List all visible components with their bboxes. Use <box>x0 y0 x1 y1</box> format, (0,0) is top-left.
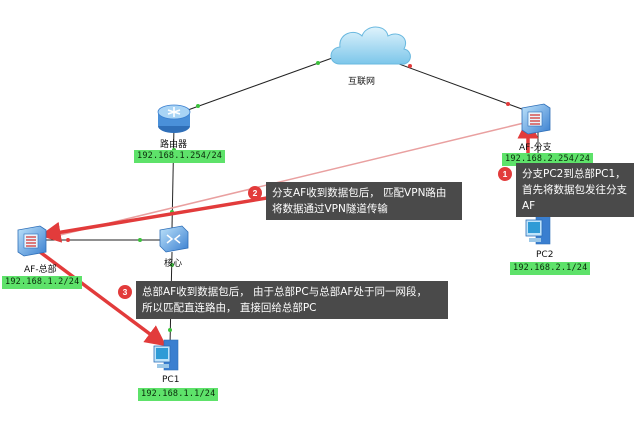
pc1-label: PC1 <box>162 375 180 385</box>
router-icon[interactable] <box>157 104 191 133</box>
note-2-line-1: 分支AF收到数据包后， 匹配VPN路由 <box>272 187 447 199</box>
af-hq-ip-badge: 192.168.1.2/24 <box>2 276 83 289</box>
cloud-label: 互联网 <box>348 77 376 87</box>
port-dot <box>506 102 510 106</box>
link-router-cloud <box>173 56 336 116</box>
pc2-ip-badge: 192.168.2.1/24 <box>510 262 591 275</box>
port-dot <box>170 263 174 267</box>
port-dot <box>138 238 142 242</box>
af-branch-label: AF-分支 <box>519 143 552 153</box>
port-dot <box>316 61 320 65</box>
router-label: 路由器 <box>160 140 188 150</box>
pc1-icon[interactable] <box>153 339 179 371</box>
step-badge-1: 1 <box>498 167 512 181</box>
core-switch-icon[interactable] <box>159 225 189 253</box>
note-3-line-2: 所以匹配直连路由， 直接回给总部PC <box>142 302 317 314</box>
arrow-vpn-tunnel <box>39 193 286 243</box>
port-dot <box>408 64 412 68</box>
arrow-branch-to-hq-thin <box>59 121 529 236</box>
af-branch-ip-badge: 192.168.2.254/24 <box>502 153 594 166</box>
router-ip-badge: 192.168.1.254/24 <box>134 150 226 163</box>
pc2-label: PC2 <box>536 250 554 260</box>
note-2-line-2: 将数据通过VPN隧道传输 <box>272 203 388 215</box>
note-1-line-1: 分支PC2到总部PC1， <box>522 168 626 180</box>
step-badge-3: 3 <box>118 285 132 299</box>
step-badge-2: 2 <box>248 186 262 200</box>
af-hq-label: AF-总部 <box>24 265 57 275</box>
port-dot <box>196 104 200 108</box>
note-step-2: 分支AF收到数据包后， 匹配VPN路由 将数据通过VPN隧道传输 <box>266 182 462 220</box>
note-1-line-3: AF <box>522 200 536 212</box>
cloud-icon[interactable] <box>330 26 411 65</box>
firewall-branch-icon[interactable] <box>521 103 551 135</box>
pc2-icon[interactable] <box>525 213 551 245</box>
core-label: 核心 <box>164 259 183 269</box>
note-1-line-2: 首先将数据包发往分支 <box>522 184 627 196</box>
note-3-line-1: 总部AF收到数据包后， 由于总部PC与总部AF处于同一网段， <box>142 286 427 298</box>
note-step-1: 分支PC2到总部PC1， 首先将数据包发往分支 AF <box>516 163 634 217</box>
link-cloud-af-branch <box>379 56 531 113</box>
port-dot <box>66 238 70 242</box>
firewall-hq-icon[interactable] <box>17 225 47 257</box>
note-step-3: 总部AF收到数据包后， 由于总部PC与总部AF处于同一网段， 所以匹配直连路由，… <box>136 281 448 319</box>
port-dot <box>168 328 172 332</box>
pc1-ip-badge: 192.168.1.1/24 <box>138 388 219 401</box>
arrow-hq-to-pc1 <box>38 250 167 347</box>
